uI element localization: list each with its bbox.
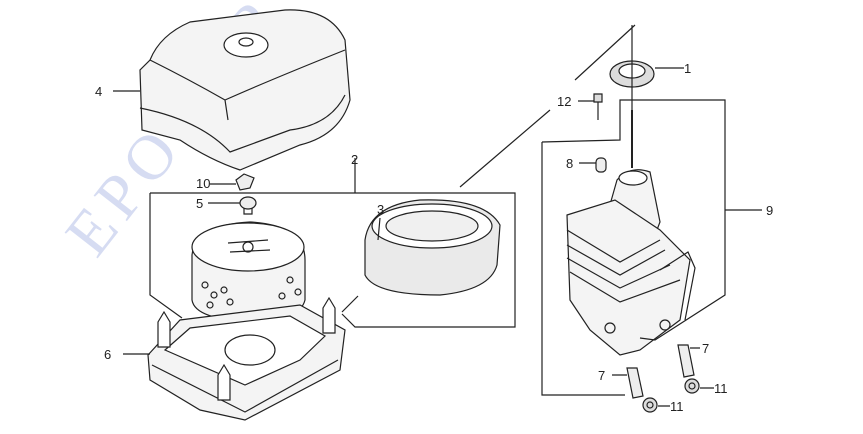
- callout-3: 3: [377, 202, 385, 217]
- grommet: [239, 196, 257, 215]
- callout-4: 4: [95, 84, 103, 99]
- callout-1: 1: [684, 61, 692, 76]
- callout-2: 2: [351, 152, 359, 167]
- callout-7: 7: [702, 341, 710, 356]
- bracket-2: [150, 192, 516, 328]
- foam-filter: [364, 199, 501, 296]
- callout-9: 9: [766, 203, 774, 218]
- wing-nut: [235, 173, 255, 191]
- dowel-pin: [595, 157, 607, 173]
- callout-10: 10: [196, 176, 211, 191]
- callout-8: 8: [566, 156, 574, 171]
- oil-bath-case: [566, 110, 696, 356]
- callout-11: 11: [670, 399, 684, 414]
- air-filter-element: [191, 221, 306, 323]
- flange-nut: [642, 397, 658, 413]
- air-cleaner-cover: [139, 9, 351, 171]
- flange-nut: [684, 378, 700, 394]
- bolt: [593, 93, 603, 120]
- callout-12: 12: [557, 94, 572, 109]
- callout-6: 6: [104, 347, 112, 362]
- callout-11: 11: [714, 381, 728, 396]
- callout-5: 5: [196, 196, 204, 211]
- air-cleaner-base: [147, 296, 346, 421]
- collar-pin: [626, 367, 644, 399]
- collar-pin: [677, 344, 695, 378]
- callout-7: 7: [598, 368, 606, 383]
